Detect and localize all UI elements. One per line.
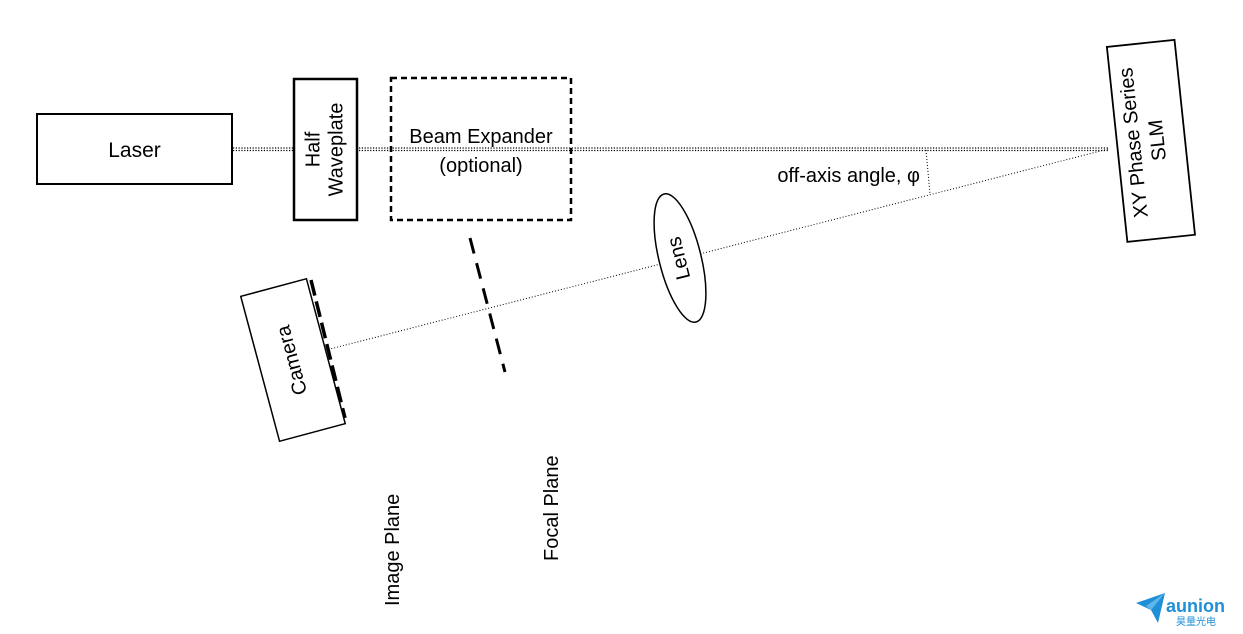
laser-label: Laser (108, 139, 161, 162)
beam-expander-optional-label: (optional) (439, 155, 522, 177)
focal-plane-label: Focal Plane (541, 455, 563, 561)
focal-plane-line (468, 237, 507, 373)
laser-box: Laser (36, 113, 233, 185)
off-axis-angle-label: off-axis angle, φ (777, 165, 920, 187)
angle-marker (925, 149, 931, 195)
logo-subtitle: 昊量光电 (1176, 615, 1216, 628)
image-plane-line (309, 279, 347, 419)
logo-name: aunion (1166, 596, 1225, 616)
lens: Lens (653, 193, 707, 323)
image-plane-label: Image Plane (382, 494, 404, 606)
aunion-logo: aunion 昊量光电 (1136, 593, 1225, 628)
half-waveplate: Half Waveplate (292, 77, 359, 222)
slm-box: XY Phase Series SLM (1105, 38, 1196, 243)
reflected-beam (329, 148, 1109, 350)
camera-box: Camera (239, 277, 347, 443)
slm-label-line2: SLM (1145, 119, 1171, 162)
beam-expander: Beam Expander (optional) (389, 76, 573, 222)
beam-expander-label: Beam Expander (409, 126, 553, 148)
incident-beam (233, 147, 1108, 152)
half-waveplate-label-line1: Half (303, 131, 325, 167)
half-waveplate-label-line2: Waveplate (326, 103, 348, 197)
